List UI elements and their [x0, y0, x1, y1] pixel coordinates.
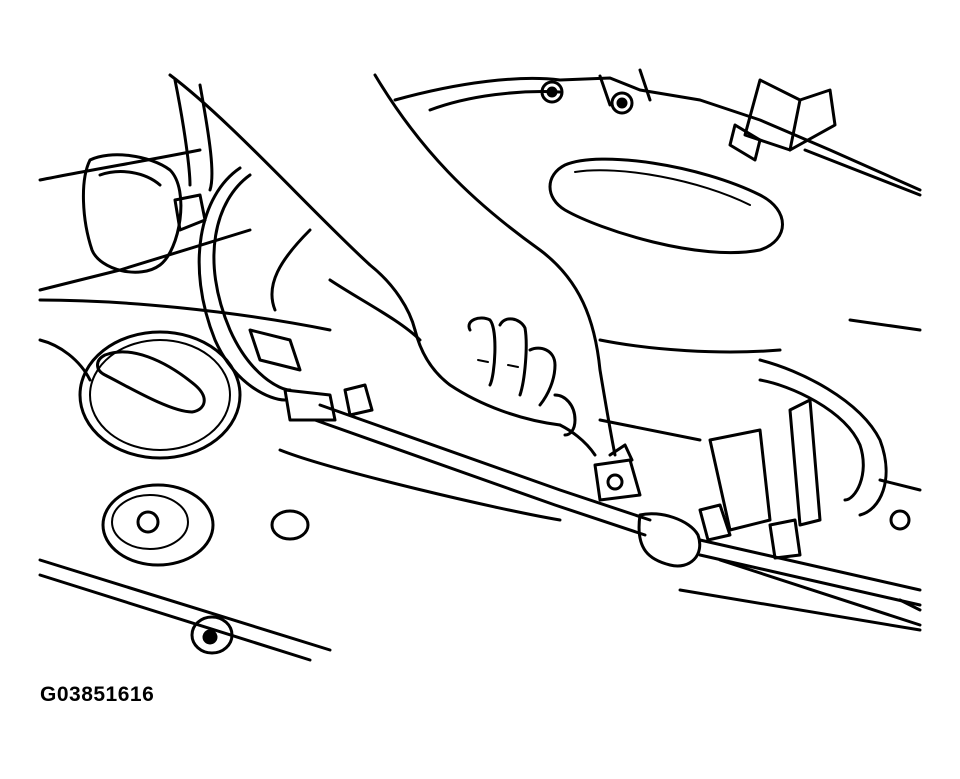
hand-illustration	[168, 73, 617, 457]
fuel-line	[313, 403, 922, 607]
bolt-hole-middle	[270, 509, 310, 541]
line-clamp-right	[637, 512, 702, 568]
engine-detail-lines	[248, 278, 922, 442]
oil-filler-cap	[78, 330, 242, 460]
upper-engine-cover	[38, 68, 922, 332]
left-mount	[82, 153, 207, 274]
figure-code-label: G03851616	[40, 683, 155, 706]
hoses	[173, 78, 312, 402]
cylinder-head-edges	[38, 338, 922, 662]
right-pipe	[758, 358, 888, 517]
right-bracket	[698, 398, 922, 560]
line-clamp-left	[283, 388, 337, 422]
upper-connector	[728, 78, 922, 197]
sensor-connector	[593, 443, 642, 502]
cover-bolts	[540, 80, 634, 115]
cover-plate	[548, 157, 784, 255]
cover-plate-inner	[574, 169, 751, 206]
spark-plug-well-left	[101, 483, 215, 567]
